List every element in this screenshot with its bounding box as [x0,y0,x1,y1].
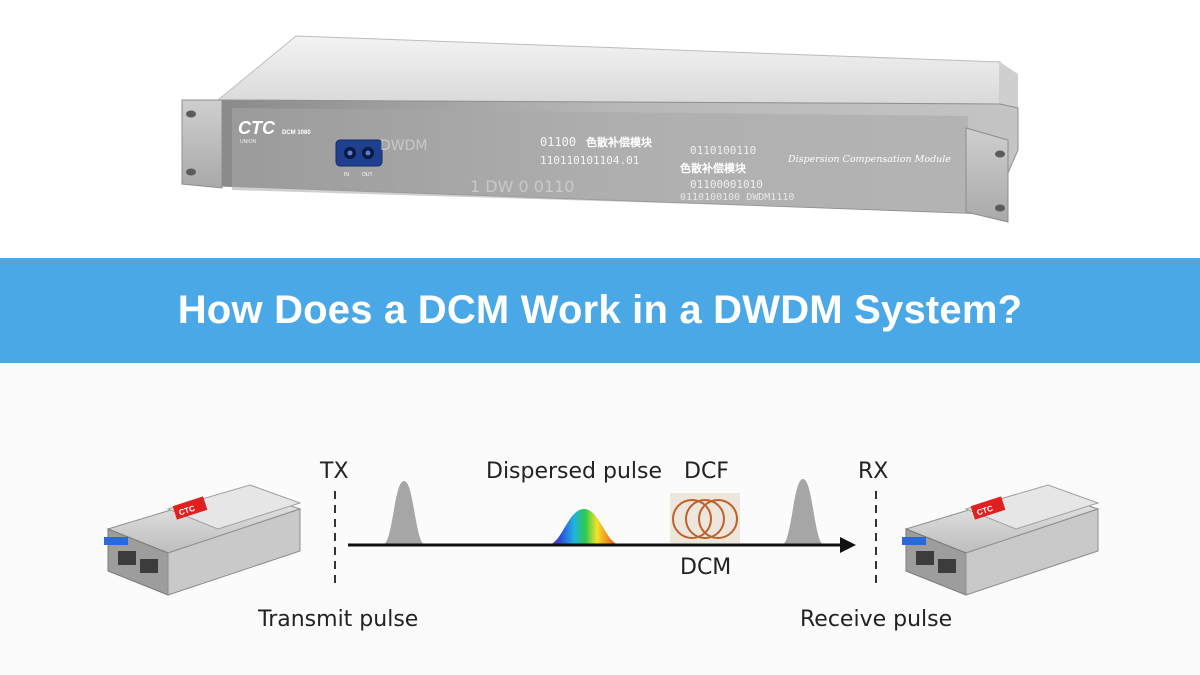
binary-deco-1: 01100 [540,135,576,149]
receive-pulse-label: Receive pulse [800,607,953,632]
device-brand: CTC [238,118,276,138]
dcf-coil-icon [672,499,738,539]
transmit-pulse [383,481,425,545]
lc-connector [335,139,383,167]
tx-label: TX [320,459,349,484]
receive-pulse [782,479,824,545]
device-brand-sub: UNION [240,139,257,145]
transmit-pulse-label: Transmit pulse [258,607,419,632]
binary-deco-7: 1 DW 0 0110 [470,177,574,196]
transceiver-right: CTC [902,484,1100,596]
fiber-arrow-head [840,537,856,553]
device-model: DCM 1080 [282,130,311,136]
module-name: Dispersion Compensation Module [787,154,951,165]
binary-deco-4: 01100001010 [690,178,763,191]
dispersed-pulse-label: Dispersed pulse [486,459,663,484]
rx-label: RX [858,459,889,484]
title-banner: How Does a DCM Work in a DWDM System? [0,258,1200,363]
cn-label-2: 色散补偿模块 [680,161,747,175]
rack-ear-right-hole-bottom [995,204,1005,212]
cn-label-1: 色散补偿模块 [586,135,653,149]
transceiver-left: CTC [104,484,302,596]
dcf-label: DCF [684,459,729,484]
page-title: How Does a DCM Work in a DWDM System? [177,288,1023,332]
dcm-label: DCM [680,555,732,580]
binary-deco-2: 110110101104.01 [540,154,639,167]
device-side [1000,62,1018,108]
binary-deco-3: 0110100110 [690,144,756,157]
diagram-svg: CTC CTC [104,479,1100,596]
binary-deco-5: 0110100100 DWDM1110 [680,192,794,203]
binary-deco-6: DWDM [380,138,427,154]
rack-ear-left-hole-top [186,110,196,118]
rack-ear-right-hole-top [995,150,1005,158]
rack-ear-left-hole-bottom [186,168,196,176]
transceiver-right-bail [902,537,926,545]
device-top-cover [216,35,1001,105]
port-out-label: OUT [362,172,373,178]
transceiver-right-label [970,496,1006,520]
dispersed-pulse [548,509,620,545]
port-in-label: IN [344,172,349,178]
transceiver-left-bail [104,537,128,545]
dcm-diagram: CTC CTC TX RX Dispersed pulse DCF DCM Tr… [0,363,1200,675]
rack-ear-left [181,99,223,189]
transceiver-left-label [172,496,208,520]
product-photo: CTC UNION DCM 1080 IN OUT 01100 色散补偿模块 1… [0,0,1200,258]
dcm-device-illustration: CTC UNION DCM 1080 IN OUT 01100 色散补偿模块 1… [181,35,1019,223]
